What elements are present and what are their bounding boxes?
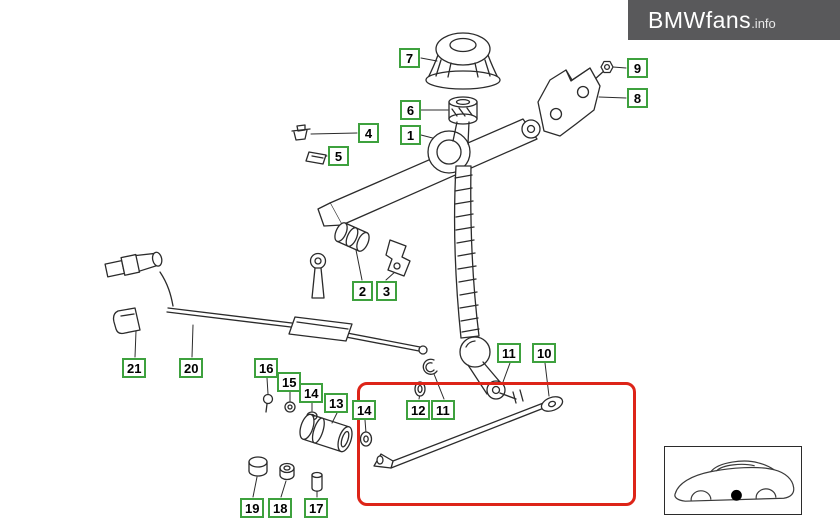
brand-tld: .info (751, 16, 776, 31)
pivot-pin (311, 471, 323, 492)
part-label-12[interactable]: 12 (406, 400, 431, 420)
part-label-14-upper[interactable]: 14 (299, 383, 324, 403)
washer-lower (359, 431, 373, 447)
support-bracket (385, 239, 411, 277)
part-label-18[interactable]: 18 (268, 498, 293, 518)
gear-knob (425, 32, 501, 90)
stop-plate (288, 316, 353, 342)
selector-arm (317, 118, 541, 227)
shift-rod (373, 389, 564, 469)
retaining-clip (291, 124, 311, 141)
part-label-10[interactable]: 10 (532, 343, 557, 363)
circlip (422, 358, 438, 375)
brand-bar[interactable]: BMWfans.info (628, 0, 840, 40)
console-bracket (537, 67, 606, 137)
car-outline-icon (674, 460, 795, 502)
shift-lever (452, 121, 506, 400)
part-label-8[interactable]: 8 (627, 88, 648, 108)
part-label-11-lower[interactable]: 11 (431, 400, 455, 420)
part-label-21[interactable]: 21 (122, 358, 147, 378)
part-label-19[interactable]: 19 (240, 498, 265, 518)
bushing-shell (248, 456, 268, 477)
part-label-1[interactable]: 1 (400, 125, 421, 145)
part-label-17[interactable]: 17 (304, 498, 329, 518)
part-label-11-right[interactable]: 11 (497, 343, 521, 363)
part-label-7[interactable]: 7 (399, 48, 420, 68)
part-label-2[interactable]: 2 (352, 281, 373, 301)
bearing-bush (448, 96, 478, 125)
rod-bracket (112, 307, 141, 335)
rod-washer (414, 381, 426, 397)
detent-key (309, 252, 327, 299)
selector-rod-assembly (104, 251, 428, 355)
part-label-3[interactable]: 3 (376, 281, 397, 301)
car-location-thumbnail (664, 446, 802, 515)
part-label-4[interactable]: 4 (358, 123, 379, 143)
linkage-nut (284, 401, 296, 413)
part-label-5[interactable]: 5 (328, 146, 349, 166)
linkage-bearing (299, 413, 353, 453)
part-label-13[interactable]: 13 (324, 393, 349, 413)
part-label-6[interactable]: 6 (400, 100, 421, 120)
part-label-20[interactable]: 20 (179, 358, 204, 378)
nut-icon (600, 60, 614, 74)
brand-name: BMWfans (648, 6, 752, 33)
part-label-16[interactable]: 16 (254, 358, 279, 378)
part-label-15[interactable]: 15 (277, 372, 302, 392)
linkage-bolt (262, 393, 274, 413)
part-label-14-lower[interactable]: 14 (352, 400, 377, 420)
lever-bushing (334, 222, 370, 252)
location-dot (731, 489, 742, 501)
bushing-sleeve (279, 462, 295, 481)
leader-lines (134, 57, 627, 498)
spring-clip (305, 151, 327, 165)
part-label-9[interactable]: 9 (627, 58, 648, 78)
